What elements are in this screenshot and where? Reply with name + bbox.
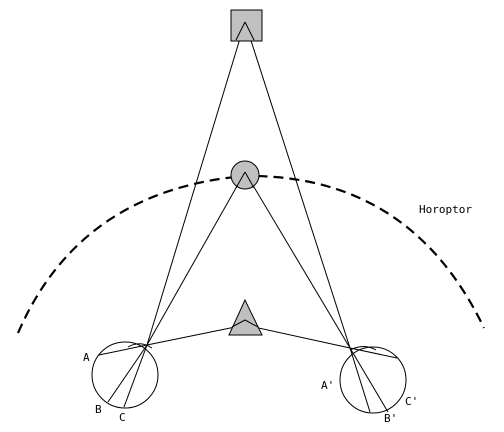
right-eye-label-b: B' [384,412,397,425]
triangle-convergence [231,319,259,328]
left-eye-label-b: B [95,403,102,416]
left-eye [91,341,159,409]
left-eye-label-a: A [83,351,90,364]
right-eye-sight-lines [244,21,398,413]
left-eye-lens [127,343,153,349]
near-triangle-object [228,298,263,336]
middle-circle-object [230,160,260,190]
horoptor-curve [16,174,485,334]
left-eye-label-c: C [119,411,126,424]
right-eye-label-a: A' [321,379,334,392]
horoptor-label: Horoptor [419,203,472,216]
square-convergence [235,21,255,41]
right-eye [339,346,407,414]
circle-convergence [235,171,255,189]
left-eye-sight-lines [98,21,246,408]
right-eye-label-c: C' [405,395,418,408]
